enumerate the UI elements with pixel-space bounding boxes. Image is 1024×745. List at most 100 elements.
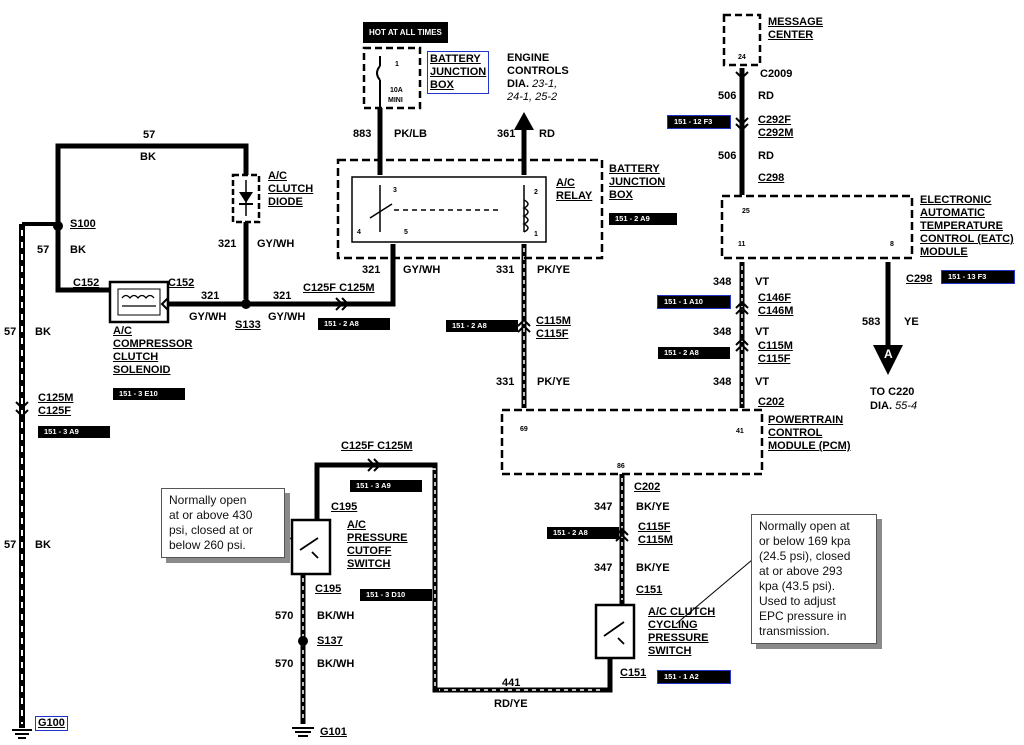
relay-inner-box — [351, 176, 547, 243]
ref-tag-151-2-a8-right[interactable]: 151 - 2 A8 — [658, 347, 730, 359]
wire-color-vt-c: VT — [755, 376, 770, 388]
wire-label-361: 361 — [497, 128, 516, 140]
fuse-rating: 10A — [390, 87, 403, 94]
wire-label-506-top: 506 — [718, 90, 737, 102]
splice-s133 — [241, 299, 251, 309]
wire-label-57-left-a: 57 — [4, 326, 17, 338]
ref-tag-151-3-a9-bottom[interactable]: 151 - 3 A9 — [350, 480, 422, 492]
ref-tag-151-3-d10[interactable]: 151 - 3 D10 — [360, 589, 432, 601]
cycling-switch-box — [594, 603, 636, 660]
connector-c202-top: C202 — [758, 396, 785, 408]
wire-label-331-a: 331 — [496, 264, 515, 276]
message-center-pin: 24 — [738, 54, 746, 61]
cutoff-switch-box — [290, 518, 332, 576]
relay-pin-1: 1 — [534, 231, 538, 238]
pcm-box — [500, 408, 764, 476]
arrow-a-letter: A — [884, 347, 893, 361]
wire-label-570-a: 570 — [275, 610, 294, 622]
connector-c195-bottom: C195 — [315, 583, 342, 595]
bjb-top-label[interactable]: BATTERY JUNCTION BOX — [426, 51, 490, 94]
ground-g100-label[interactable]: G100 — [35, 716, 68, 731]
ref-tag-151-2-a8-top[interactable]: 151 - 2 A8 — [318, 318, 390, 330]
wire-color-bkye-b: BK/YE — [636, 562, 670, 574]
compressor-box — [108, 280, 170, 324]
wire-label-347-b: 347 — [594, 562, 613, 574]
connector-c125f-c125m-bottom: C125F C125M — [341, 440, 413, 452]
ref-tag-151-2-a9[interactable]: 151 - 2 A9 — [609, 213, 677, 225]
pcm-pin-69: 69 — [520, 426, 528, 433]
bjb-right-label: BATTERY JUNCTION BOX — [609, 163, 666, 201]
ref-tag-151-12-f3[interactable]: 151 - 12 F3 — [667, 115, 731, 129]
wire-color-bk-left-a: BK — [35, 326, 51, 338]
splice-s133-label: S133 — [235, 319, 261, 331]
wire-color-gywh-relay: GY/WH — [403, 264, 441, 276]
diode-label: A/C CLUTCH DIODE — [268, 170, 314, 208]
wire-color-bk-s100: BK — [70, 244, 86, 256]
wire-color-pkye-a: PK/YE — [537, 264, 571, 276]
connector-c292: C292F C292M — [758, 114, 794, 139]
wire-label-321-a: 321 — [201, 290, 220, 302]
cycling-switch-note: Normally open at or below 169 kpa (24.5 … — [751, 514, 877, 644]
wire-label-57-left-b: 57 — [4, 539, 17, 551]
wire-color-ye: YE — [904, 316, 919, 328]
wire-label-57-top: 57 — [143, 129, 156, 141]
ref-tag-151-2-a8-bottom[interactable]: 151 - 2 A8 — [547, 527, 619, 539]
connector-c151-top: C151 — [636, 584, 663, 596]
connector-c298-right: C298 — [906, 273, 933, 285]
wire-57-bk-top — [55, 143, 249, 224]
wire-color-vt-a: VT — [755, 276, 770, 288]
connector-c146: C146F C146M — [758, 292, 794, 317]
arrow-down-a — [873, 345, 903, 375]
relay-pin-5: 5 — [404, 229, 408, 236]
dia-55-4-label: DIA. 55-4 — [870, 400, 918, 412]
wire-color-pkye-b: PK/YE — [537, 376, 571, 388]
connector-c125f-c125m-top: C125F C125M — [303, 282, 375, 294]
wire-label-321-relay: 321 — [362, 264, 381, 276]
connector-c115-right: C115M C115F — [758, 340, 793, 365]
ref-tag-151-2-a8-mid[interactable]: 151 - 2 A8 — [446, 320, 518, 332]
wire-color-gywh-diode: GY/WH — [257, 238, 295, 250]
eatc-pin-8: 8 — [890, 241, 894, 248]
wire-57-bk-s100 — [55, 224, 110, 293]
to-c220-label: TO C220 — [870, 386, 915, 398]
connector-c298-top: C298 — [758, 172, 785, 184]
ref-tag-151-1-a2[interactable]: 151 - 1 A2 — [657, 670, 731, 684]
wire-label-348-c: 348 — [713, 376, 732, 388]
connector-c115-bottom: C115F C115M — [638, 521, 673, 546]
wire-label-348-a: 348 — [713, 276, 732, 288]
connector-c115-mid: C115M C115F — [536, 315, 571, 340]
connector-c202-bottom: C202 — [634, 481, 661, 493]
wire-label-57-s100: 57 — [37, 244, 50, 256]
ref-tag-151-3-e10[interactable]: 151 - 3 E10 — [113, 388, 185, 400]
fuse-type: MINI — [388, 97, 403, 104]
arrow-up-361 — [514, 112, 534, 130]
eatc-pin-25: 25 — [742, 208, 750, 215]
connector-c151-bottom: C151 — [620, 667, 647, 679]
splice-s100 — [53, 221, 63, 231]
eatc-pin-11: 11 — [738, 241, 746, 248]
wire-441-path — [314, 462, 613, 693]
hot-at-all-times-label: HOT AT ALL TIMES — [363, 22, 448, 43]
bjb-top-box — [362, 46, 422, 110]
connector-c2009: C2009 — [760, 68, 793, 80]
connector-c152-right: C152 — [168, 277, 195, 289]
relay-junction-box — [336, 158, 604, 260]
ref-tag-151-13-f3[interactable]: 151 - 13 F3 — [941, 270, 1015, 284]
ref-tag-151-1-a10[interactable]: 151 - 1 A10 — [657, 295, 731, 309]
cutoff-switch-label: A/C PRESSURE CUTOFF SWITCH — [347, 519, 408, 570]
ref-tag-151-3-a9-left[interactable]: 151 - 3 A9 — [38, 426, 110, 438]
wire-label-506-bottom: 506 — [718, 150, 737, 162]
wire-color-bkye-a: BK/YE — [636, 501, 670, 513]
wire-color-bkwh-a: BK/WH — [317, 610, 355, 622]
connector-c195-top: C195 — [331, 501, 358, 513]
relay-pin-4: 4 — [357, 229, 361, 236]
relay-label: A/C RELAY — [556, 177, 593, 202]
wire-color-vt-b: VT — [755, 326, 770, 338]
wire-label-570-b: 570 — [275, 658, 294, 670]
wire-label-348-b: 348 — [713, 326, 732, 338]
splice-s100-label: S100 — [70, 218, 96, 230]
cycling-switch-label: A/C CLUTCH CYCLING PRESSURE SWITCH — [648, 606, 716, 657]
wire-label-583: 583 — [862, 316, 881, 328]
relay-pin-2: 2 — [534, 189, 538, 196]
